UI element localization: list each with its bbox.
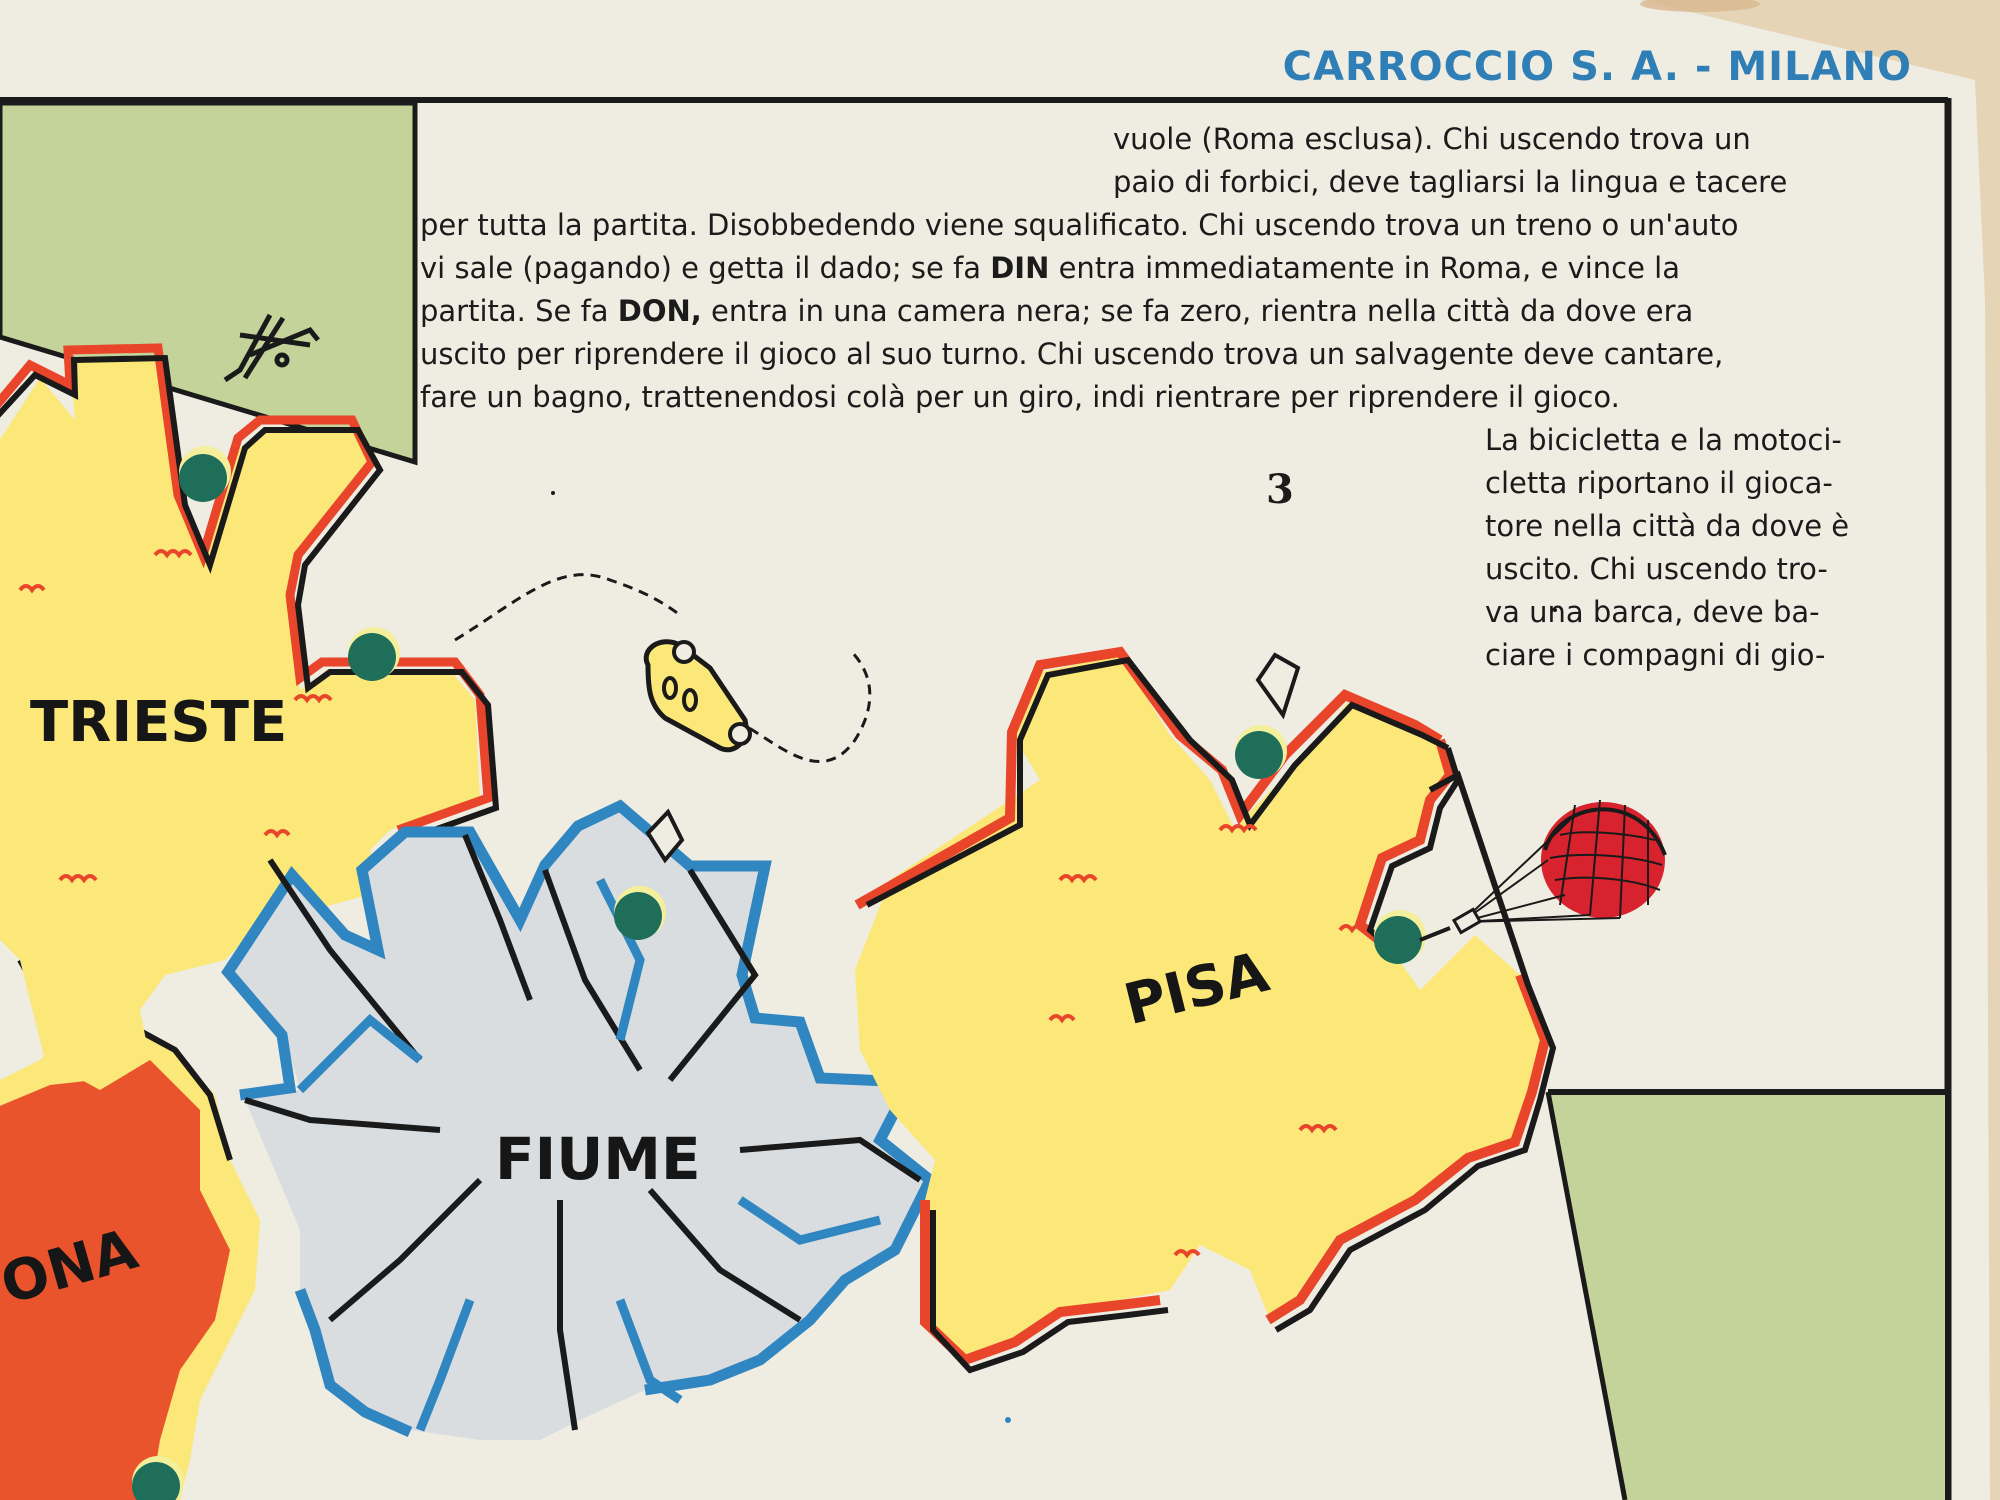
rules-line: per tutta la partita. Disobbedendo viene… bbox=[420, 208, 1739, 242]
publisher-name: CARROCCIO S. A. - MILANO bbox=[1282, 44, 1912, 90]
rules-line: ciare i compagni di gio- bbox=[1485, 638, 1826, 672]
city-label-trieste: TRIESTE bbox=[30, 690, 288, 755]
rules-line: fare un bagno, trattenendosi colà per un… bbox=[420, 380, 1620, 414]
diamond-icon bbox=[645, 652, 1301, 864]
parachute-icon bbox=[1419, 799, 1667, 942]
city-label-fiume: FIUME bbox=[495, 1125, 701, 1193]
rules-line: paio di forbici, deve tagliarsi la lingu… bbox=[1113, 165, 1788, 199]
green-corner-top-left bbox=[0, 100, 418, 466]
game-rules-text: vuole (Roma esclusa). Chi uscendo trova … bbox=[420, 118, 1910, 678]
rules-line: va una barca, deve ba- bbox=[1485, 595, 1820, 629]
city-fiume bbox=[221, 799, 937, 1440]
rules-line: partita. Se fa DON, entra in una camera … bbox=[420, 294, 1694, 328]
green-dots bbox=[132, 446, 1426, 1500]
city-pisa bbox=[854, 646, 1557, 1374]
rules-line: uscito. Chi uscendo tro- bbox=[1485, 552, 1828, 586]
car-icon bbox=[454, 573, 872, 763]
page-number: 3 bbox=[1266, 466, 1294, 513]
airplane-icon bbox=[223, 313, 320, 383]
board-frame bbox=[0, 97, 1952, 1500]
rules-line: vi sale (pagando) e getta il dado; se fa… bbox=[420, 251, 1680, 285]
green-corner-bottom-right bbox=[1548, 1092, 1945, 1500]
rules-line: La bicicletta e la motoci- bbox=[1485, 423, 1842, 457]
entrance-fringes bbox=[18, 549, 1366, 1259]
rules-line: tore nella città da dove è bbox=[1485, 509, 1850, 543]
rules-line: uscito per riprendere il gioco al suo tu… bbox=[420, 337, 1724, 371]
city-partial-orange bbox=[0, 958, 260, 1500]
rules-line: vuole (Roma esclusa). Chi uscendo trova … bbox=[1113, 122, 1751, 156]
city-trieste bbox=[0, 343, 500, 1090]
rules-line: cletta riportano il gioca- bbox=[1485, 466, 1833, 500]
